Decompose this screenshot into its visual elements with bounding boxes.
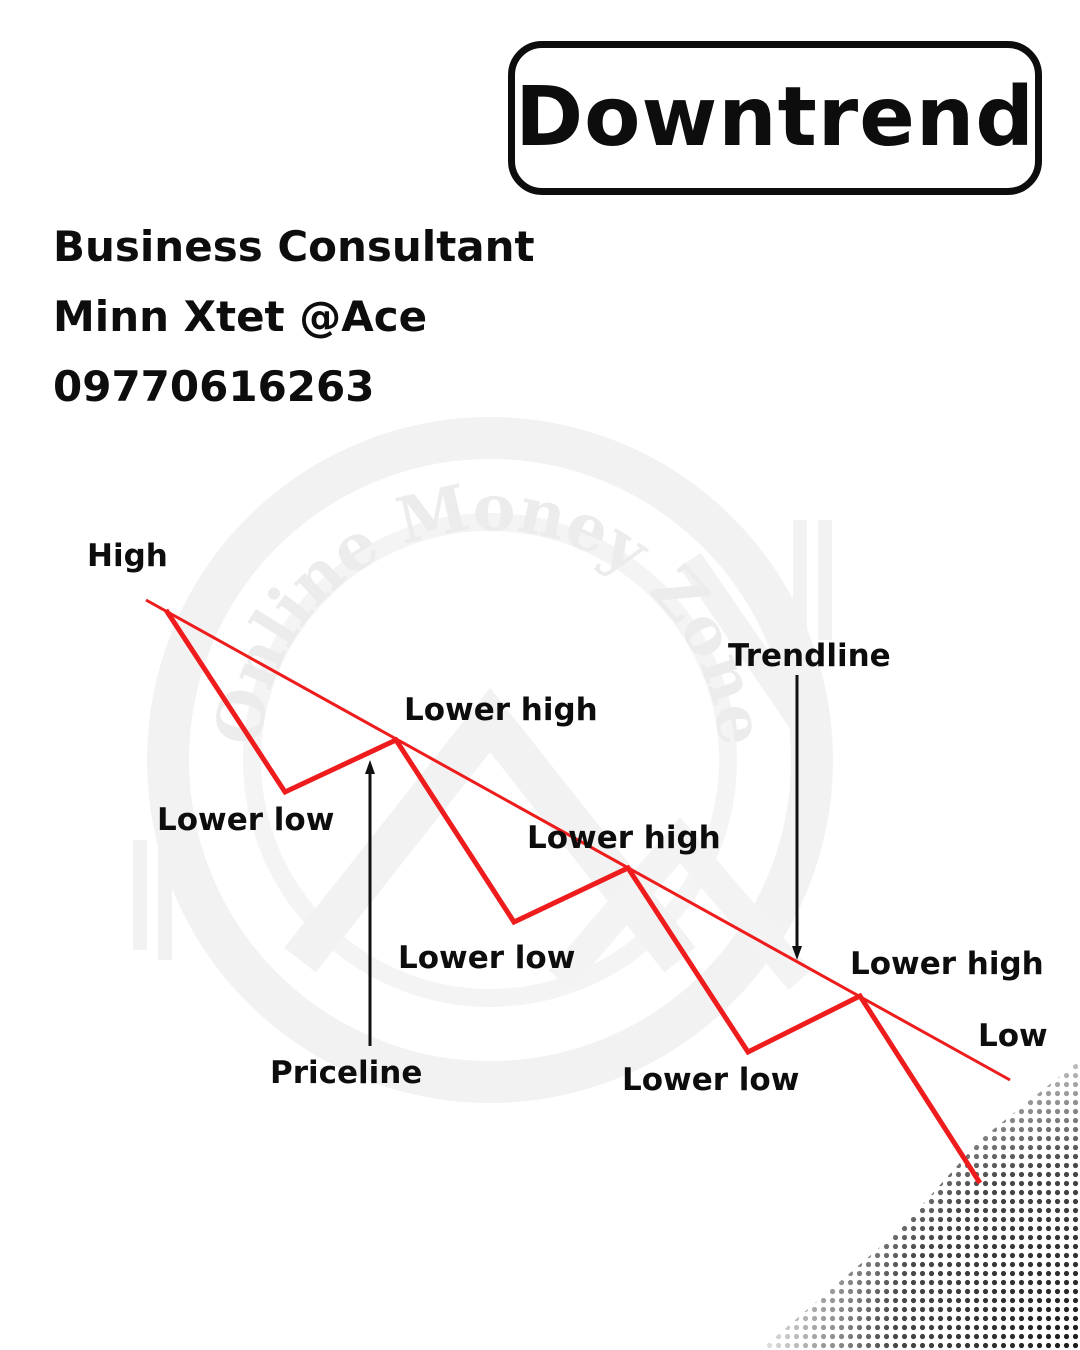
label-lower-low-3: Lower low — [622, 1062, 799, 1098]
title-box: Downtrend — [508, 41, 1042, 195]
contact-phone: 09770616263 — [53, 362, 375, 411]
label-low: Low — [978, 1018, 1048, 1054]
contact-name: Minn Xtet @Ace — [53, 292, 428, 341]
label-lower-low-1: Lower low — [157, 802, 334, 838]
trendline-arrow — [792, 675, 802, 960]
label-priceline: Priceline — [270, 1055, 422, 1091]
trendline — [145, 598, 1011, 1082]
priceline-arrow — [365, 760, 375, 1046]
page-title: Downtrend — [515, 70, 1035, 165]
label-lower-high-2: Lower high — [527, 820, 721, 856]
label-lower-high-1: Lower high — [404, 692, 598, 728]
label-high: High — [87, 538, 168, 574]
watermark-logo: Online Money Zone — [133, 417, 833, 1103]
label-trendline: Trendline — [728, 638, 891, 674]
label-lower-low-2: Lower low — [398, 940, 575, 976]
contact-role: Business Consultant — [53, 222, 535, 271]
priceline — [163, 608, 983, 1185]
label-lower-high-3: Lower high — [850, 946, 1044, 982]
